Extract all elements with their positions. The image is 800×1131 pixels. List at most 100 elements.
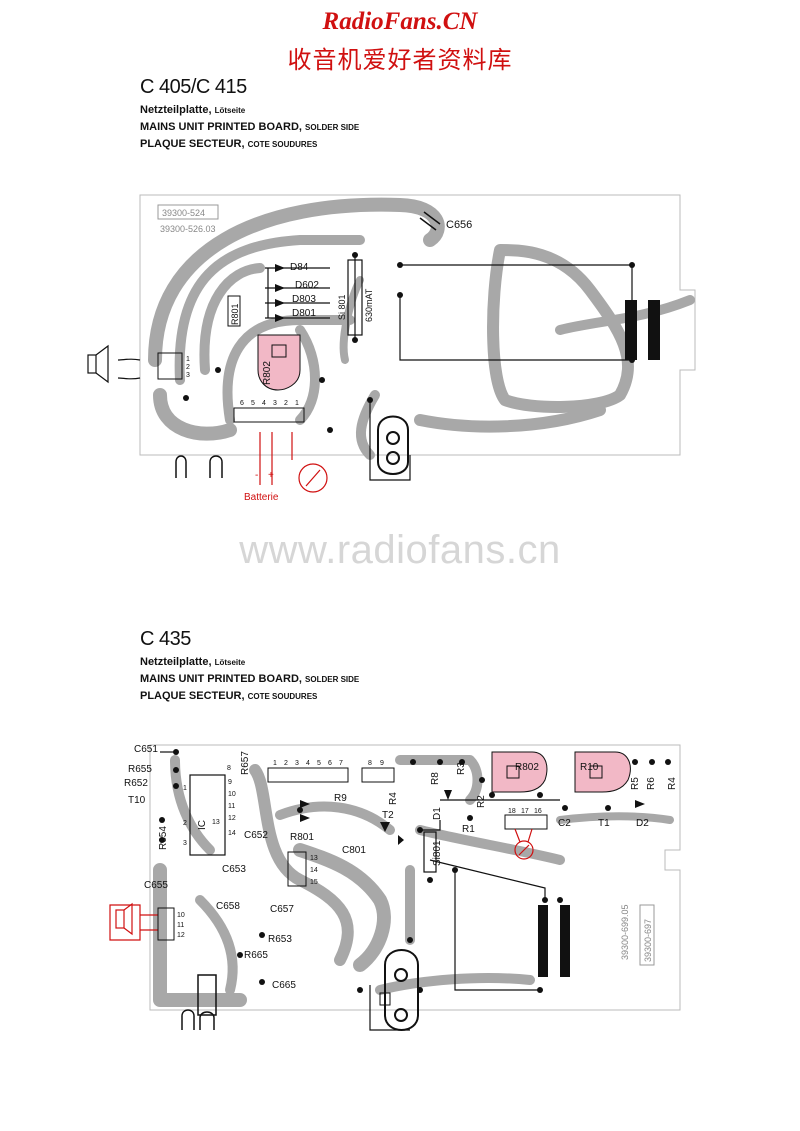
bottom-solder-pads [159, 749, 671, 993]
bottom-component-labels: C651 R655 R652 T10 R654 C655 R657 C652 C… [124, 744, 678, 991]
bottom-header-pin-5: 5 [317, 760, 321, 767]
bottom-diodes [300, 790, 645, 845]
top-r801-label: R801 [230, 303, 240, 325]
bottom-header-pin-4: 4 [306, 760, 310, 767]
top-caption-de: Netzteilplatte, Lötseite [140, 104, 246, 116]
bottom-c665-label: C665 [272, 980, 296, 991]
top-pin-4: 4 [262, 400, 266, 407]
bottom-header-pin-7: 7 [339, 760, 343, 767]
top-minus-label: - [255, 470, 258, 481]
top-speaker-icon [87, 344, 141, 384]
bottom-d2-label: D2 [636, 818, 649, 829]
bottom-c801-label: C801 [342, 845, 366, 856]
bottom-r1-label: R1 [462, 824, 475, 835]
bottom-r3-label: R3 [456, 762, 467, 775]
bottom-ic-pin-10: 10 [228, 791, 236, 798]
bottom-r652-label: R652 [124, 778, 148, 789]
top-bottom-leads [175, 455, 223, 478]
bottom-header-pin-8: 8 [368, 760, 372, 767]
bottom-fuse-body [423, 831, 437, 873]
bottom-c655-label: C655 [144, 880, 168, 891]
top-d801-label: D801 [292, 308, 316, 319]
top-d803-label: D803 [292, 294, 316, 305]
bottom-conn-pin-12: 12 [177, 932, 185, 939]
bottom-code-box [639, 904, 655, 966]
top-c656-label: C656 [446, 219, 472, 231]
top-r802-trimmer [271, 344, 287, 358]
top-fuse-rating: 630mAT [364, 288, 374, 322]
bottom-c657-label: C657 [270, 904, 294, 915]
top-d84-label: D84 [290, 262, 309, 273]
bottom-speaker-connector [157, 907, 175, 941]
bottom-r10-trimmer [589, 765, 603, 779]
bottom-pin-13: 13 [310, 855, 318, 862]
top-caption-block: Netzteilplatte, Lötseite MAINS UNIT PRIN… [140, 102, 359, 153]
top-model-title: C 405/C 415 [140, 76, 247, 98]
bottom-ic-pin-8: 8 [227, 765, 231, 772]
bottom-r2-label: R2 [476, 795, 487, 808]
top-conn-pin-1: 1 [186, 356, 190, 363]
top-board-code-2: 39300-526.03 [160, 224, 216, 234]
bottom-c658-label: C658 [216, 901, 240, 912]
site-title: RadioFans.CN [322, 8, 478, 35]
top-conn-pin-2: 2 [186, 364, 190, 371]
top-pin-3: 3 [273, 400, 277, 407]
bottom-ic-label: IC [197, 820, 208, 830]
bottom-transformer-core-1 [538, 905, 548, 977]
bottom-r802-label: R802 [515, 762, 539, 773]
top-caption-en: MAINS UNIT PRINTED BOARD, SOLDER SIDE [140, 121, 360, 133]
top-r802-label: R802 [262, 361, 273, 385]
bottom-caption-fr: PLAQUE SECTEUR, COTE SOUDURES [140, 690, 318, 702]
top-pin-5: 5 [251, 400, 255, 407]
bottom-traces [153, 755, 674, 1007]
bottom-r10-highlight [574, 751, 631, 793]
top-battery-wiring [259, 432, 328, 493]
bottom-board-code-1: 39300-699.05 [620, 904, 630, 960]
top-battery-label: Batterie [244, 492, 279, 503]
top-r801-body [227, 295, 241, 327]
bottom-t2-label: T2 [382, 810, 394, 821]
bottom-ic-pin-3: 3 [183, 840, 187, 847]
bottom-r6-label: R6 [646, 777, 657, 790]
bottom-caption-de: Netzteilplatte, Lötseite [140, 656, 246, 668]
bottom-r10-label: R10 [580, 762, 599, 773]
bottom-meter-icon [514, 828, 534, 860]
bottom-pin-16: 16 [534, 808, 542, 815]
bottom-board-code-2: 39300-697 [643, 919, 653, 962]
bottom-pin-17: 17 [521, 808, 529, 815]
top-transformer-core-2 [648, 300, 660, 360]
bottom-leads [181, 974, 217, 1030]
bottom-ic-pin-13: 13 [212, 819, 220, 826]
top-conn-pin-3: 3 [186, 372, 190, 379]
top-fuse-body [347, 259, 363, 336]
bottom-switch-icon [379, 949, 419, 1031]
bottom-r655-label: R655 [128, 764, 152, 775]
top-diodes [275, 264, 285, 322]
bottom-header-8-9 [361, 767, 395, 783]
top-r802-highlight [257, 334, 301, 391]
bottom-ic-pin-12: 12 [228, 815, 236, 822]
top-transformer-core-1 [625, 300, 637, 360]
bottom-header-pin-3: 3 [295, 760, 299, 767]
top-pin-1: 1 [295, 400, 299, 407]
top-speaker-connector [157, 352, 183, 380]
top-switch-icon [377, 415, 409, 475]
bottom-r657-label: R657 [240, 751, 251, 775]
bottom-transformer-core-2 [560, 905, 570, 977]
bottom-header-pin-1: 1 [273, 760, 277, 767]
bottom-pin-14: 14 [310, 867, 318, 874]
bottom-r8-label: R8 [430, 772, 441, 785]
bottom-ic-pin-9: 9 [228, 779, 232, 786]
bottom-c651-label: C651 [134, 744, 158, 755]
top-code-box [157, 204, 219, 220]
bottom-header-1-7 [267, 767, 349, 783]
bottom-caption-block: Netzteilplatte, Lötseite MAINS UNIT PRIN… [140, 654, 359, 705]
bottom-caption-en: MAINS UNIT PRINTED BOARD, SOLDER SIDE [140, 673, 360, 685]
bottom-block-18-16 [504, 814, 548, 830]
bottom-speaker-icon [109, 902, 158, 941]
bottom-r5-label: R5 [630, 777, 641, 790]
top-solder-pads [183, 252, 635, 433]
top-board-code-1: 39300-524 [162, 208, 205, 218]
bottom-t1-label: T1 [598, 818, 610, 829]
